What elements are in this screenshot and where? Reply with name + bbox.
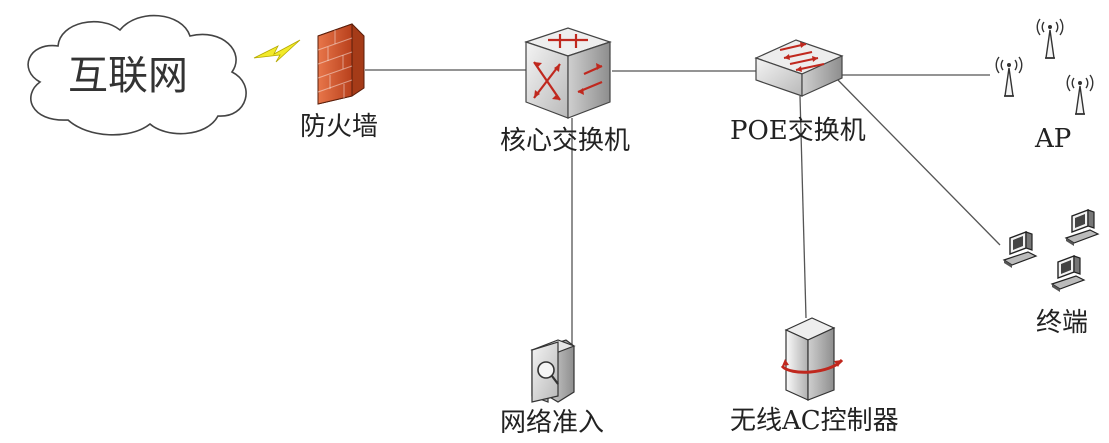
ap-antenna-icon [995, 18, 1094, 115]
nac-label: 网络准入 [500, 408, 605, 438]
firewall-icon [317, 23, 365, 105]
link-poe-terminal [835, 77, 1001, 246]
core-switch-icon [524, 27, 612, 119]
nac-device-icon [530, 339, 576, 403]
ap-label: AP [1035, 124, 1072, 154]
cloud-icon [27, 14, 247, 136]
ac-controller-icon [780, 317, 844, 401]
connection-lines [365, 69, 1001, 345]
link-poe-ac [799, 95, 807, 319]
terminal-label: 终端 [1036, 308, 1089, 338]
ac-controller-label: 无线AC控制器 [730, 406, 899, 436]
internet-label: 互联网 [68, 53, 188, 99]
poe-switch-label: POE交换机 [730, 116, 866, 146]
firewall-label: 防火墙 [300, 112, 379, 142]
computer-icon [1003, 209, 1099, 293]
lightning-icon [253, 39, 301, 63]
poe-switch-icon [754, 39, 844, 97]
core-switch-label: 核心交换机 [500, 126, 631, 156]
